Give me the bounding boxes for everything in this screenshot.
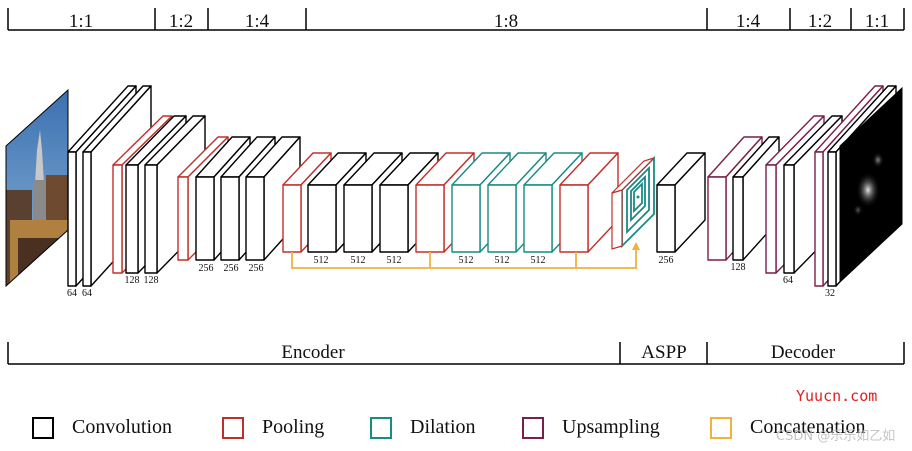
scale-label-7: 1:1 [865,11,889,32]
scale-label-3: 1:4 [245,11,270,32]
channel-label: 512 [495,255,510,266]
section-bar: Encoder ASPP Decoder [7,342,905,365]
section-aspp: ASPP [641,342,686,363]
watermark-secondary: CSDN @乐乐如乙如 [776,429,896,444]
channel-labels: 64 64 128 128 256 256 256 512 512 512 51… [67,255,835,299]
legend-item-pooling: Pooling [222,416,324,439]
channel-label: 512 [351,255,366,266]
network-layers [67,85,897,287]
scale-label-4: 1:8 [494,11,518,32]
input-image [5,88,69,288]
pooling-layer [559,152,619,253]
legend-item-dilation: Dilation [370,416,476,439]
legend-label: Upsampling [562,416,660,438]
channel-label: 256 [249,263,264,274]
channel-label: 128 [731,262,746,273]
watermark: Yuucn.com [796,387,878,405]
channel-label: 64 [82,288,92,299]
scale-label-1: 1:1 [69,11,93,32]
scale-label-6: 1:2 [808,11,832,32]
legend-label: Concatenation [750,416,866,438]
aspp-block [611,155,655,250]
channel-label: 64 [67,288,77,299]
channel-label: 256 [659,255,674,266]
legend: Convolution Pooling Dilation Upsampling … [0,416,912,450]
legend-item-convolution: Convolution [32,416,172,439]
channel-label: 512 [387,255,402,266]
channel-label: 256 [224,263,239,274]
channel-label: 64 [783,275,793,286]
concatenation-swatch [710,416,732,439]
convolution-layer [656,152,706,253]
concatenation-connections [291,242,640,269]
legend-item-upsampling: Upsampling [522,416,660,439]
convolution-swatch [32,416,54,439]
upsampling-swatch [522,416,544,439]
channel-label: 32 [825,288,835,299]
scale-label-2: 1:2 [169,11,193,32]
section-decoder: Decoder [771,342,836,363]
channel-label: 512 [459,255,474,266]
convolution-layer [245,136,301,261]
legend-label: Dilation [410,416,476,438]
dilation-swatch [370,416,392,439]
legend-item-concatenation: Concatenation [710,416,866,439]
architecture-diagram: 1:1 1:2 1:4 1:8 1:4 1:2 1:1 [5,8,905,365]
scale-bar: 1:1 1:2 1:4 1:8 1:4 1:2 1:1 [7,8,905,32]
channel-label: 256 [199,263,214,274]
section-encoder: Encoder [281,342,345,363]
legend-label: Convolution [72,416,173,438]
legend-label: Pooling [262,416,325,438]
pooling-swatch [222,416,244,439]
scale-label-5: 1:4 [736,11,761,32]
channel-label: 128 [144,275,159,286]
channel-label: 512 [531,255,546,266]
channel-label: 512 [314,255,329,266]
output-map [839,86,903,284]
channel-label: 128 [125,275,140,286]
